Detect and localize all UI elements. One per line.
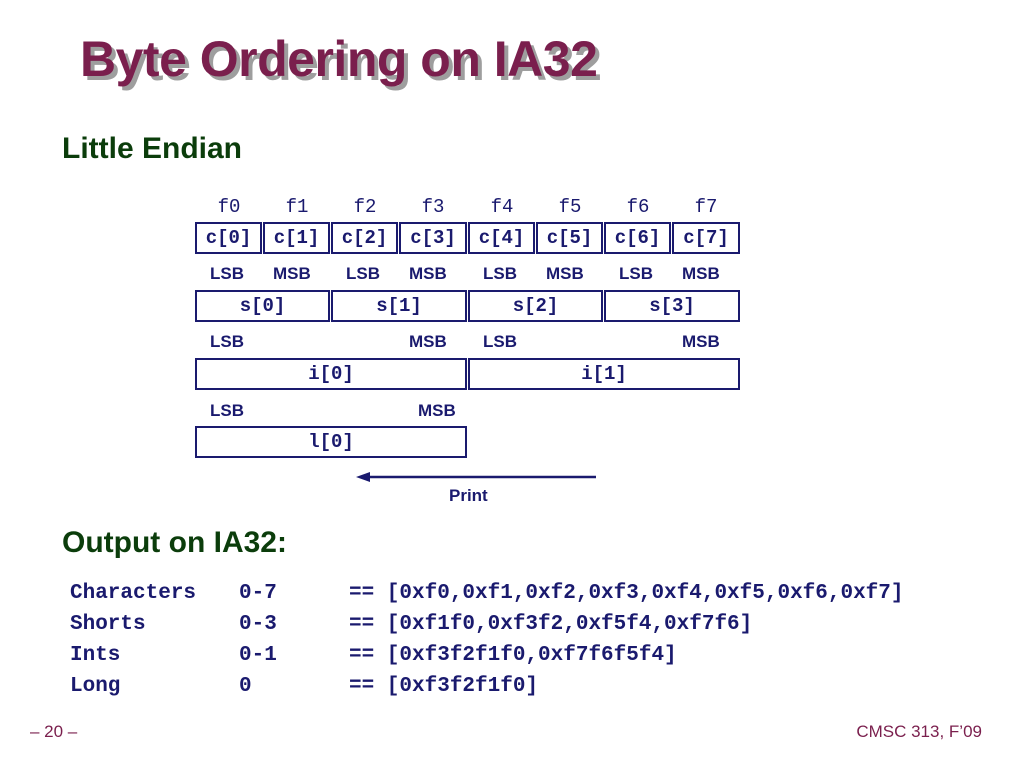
char-cell: c[4] bbox=[468, 222, 535, 254]
output-value: == [0xf3f2f1f0,0xf7f6f5f4] bbox=[349, 644, 677, 667]
address-label: f3 bbox=[421, 196, 445, 218]
output-row: Long 0 == [0xf3f2f1f0] bbox=[70, 671, 904, 702]
output-range: 0-7 bbox=[239, 582, 277, 605]
msb-label: MSB bbox=[273, 264, 311, 283]
output-value: == [0xf1f0,0xf3f2,0xf5f4,0xf7f6] bbox=[349, 613, 753, 636]
char-cell: c[3] bbox=[399, 222, 467, 254]
lsb-label: LSB bbox=[483, 332, 517, 351]
address-label: f4 bbox=[490, 196, 514, 218]
output-kind: Ints bbox=[70, 644, 121, 667]
address-label: f0 bbox=[217, 196, 241, 218]
address-label: f6 bbox=[626, 196, 650, 218]
print-label: Print bbox=[449, 486, 488, 505]
char-cell: c[5] bbox=[536, 222, 603, 254]
slide-number: – 20 – bbox=[30, 722, 78, 741]
int-cell: i[1] bbox=[468, 358, 740, 390]
output-row: Ints 0-1 == [0xf3f2f1f0,0xf7f6f5f4] bbox=[70, 640, 904, 671]
int-cell: i[0] bbox=[195, 358, 467, 390]
output-kind: Long bbox=[70, 675, 121, 698]
char-cell: c[1] bbox=[263, 222, 330, 254]
msb-label: MSB bbox=[546, 264, 584, 283]
output-row: Shorts 0-3 == [0xf1f0,0xf3f2,0xf5f4,0xf7… bbox=[70, 609, 904, 640]
output-range: 0-1 bbox=[239, 644, 277, 667]
little-endian-heading: Little Endian bbox=[62, 132, 242, 165]
msb-label: MSB bbox=[682, 332, 720, 351]
lsb-label: LSB bbox=[483, 264, 517, 283]
msb-label: MSB bbox=[418, 401, 456, 420]
output-heading: Output on IA32: bbox=[62, 526, 287, 559]
lsb-label: LSB bbox=[346, 264, 380, 283]
char-cell: c[2] bbox=[331, 222, 398, 254]
long-cell: l[0] bbox=[195, 426, 467, 458]
char-cell: c[0] bbox=[195, 222, 262, 254]
output-range: 0-3 bbox=[239, 613, 277, 636]
output-value: == [0xf3f2f1f0] bbox=[349, 675, 539, 698]
lsb-label: LSB bbox=[619, 264, 653, 283]
short-cell: s[1] bbox=[331, 290, 467, 322]
output-value: == [0xf0,0xf1,0xf2,0xf3,0xf4,0xf5,0xf6,0… bbox=[349, 582, 904, 605]
address-label: f1 bbox=[285, 196, 309, 218]
short-cell: s[2] bbox=[468, 290, 603, 322]
output-block: Characters 0-7 == [0xf0,0xf1,0xf2,0xf3,0… bbox=[70, 578, 904, 702]
output-kind: Shorts bbox=[70, 613, 146, 636]
lsb-label: LSB bbox=[210, 264, 244, 283]
lsb-label: LSB bbox=[210, 401, 244, 420]
slide-title: Byte Ordering on IA32 bbox=[80, 31, 598, 87]
course-label: CMSC 313, F’09 bbox=[856, 722, 982, 741]
output-range: 0 bbox=[239, 675, 252, 698]
output-row: Characters 0-7 == [0xf0,0xf1,0xf2,0xf3,0… bbox=[70, 578, 904, 609]
output-kind: Characters bbox=[70, 582, 197, 605]
msb-label: MSB bbox=[682, 264, 720, 283]
short-cell: s[3] bbox=[604, 290, 740, 322]
lsb-label: LSB bbox=[210, 332, 244, 351]
char-cell: c[7] bbox=[672, 222, 740, 254]
msb-label: MSB bbox=[409, 264, 447, 283]
short-cell: s[0] bbox=[195, 290, 330, 322]
print-direction-arrow bbox=[356, 472, 596, 482]
address-label: f5 bbox=[558, 196, 582, 218]
char-cell: c[6] bbox=[604, 222, 671, 254]
address-label: f2 bbox=[353, 196, 377, 218]
address-label: f7 bbox=[694, 196, 718, 218]
msb-label: MSB bbox=[409, 332, 447, 351]
